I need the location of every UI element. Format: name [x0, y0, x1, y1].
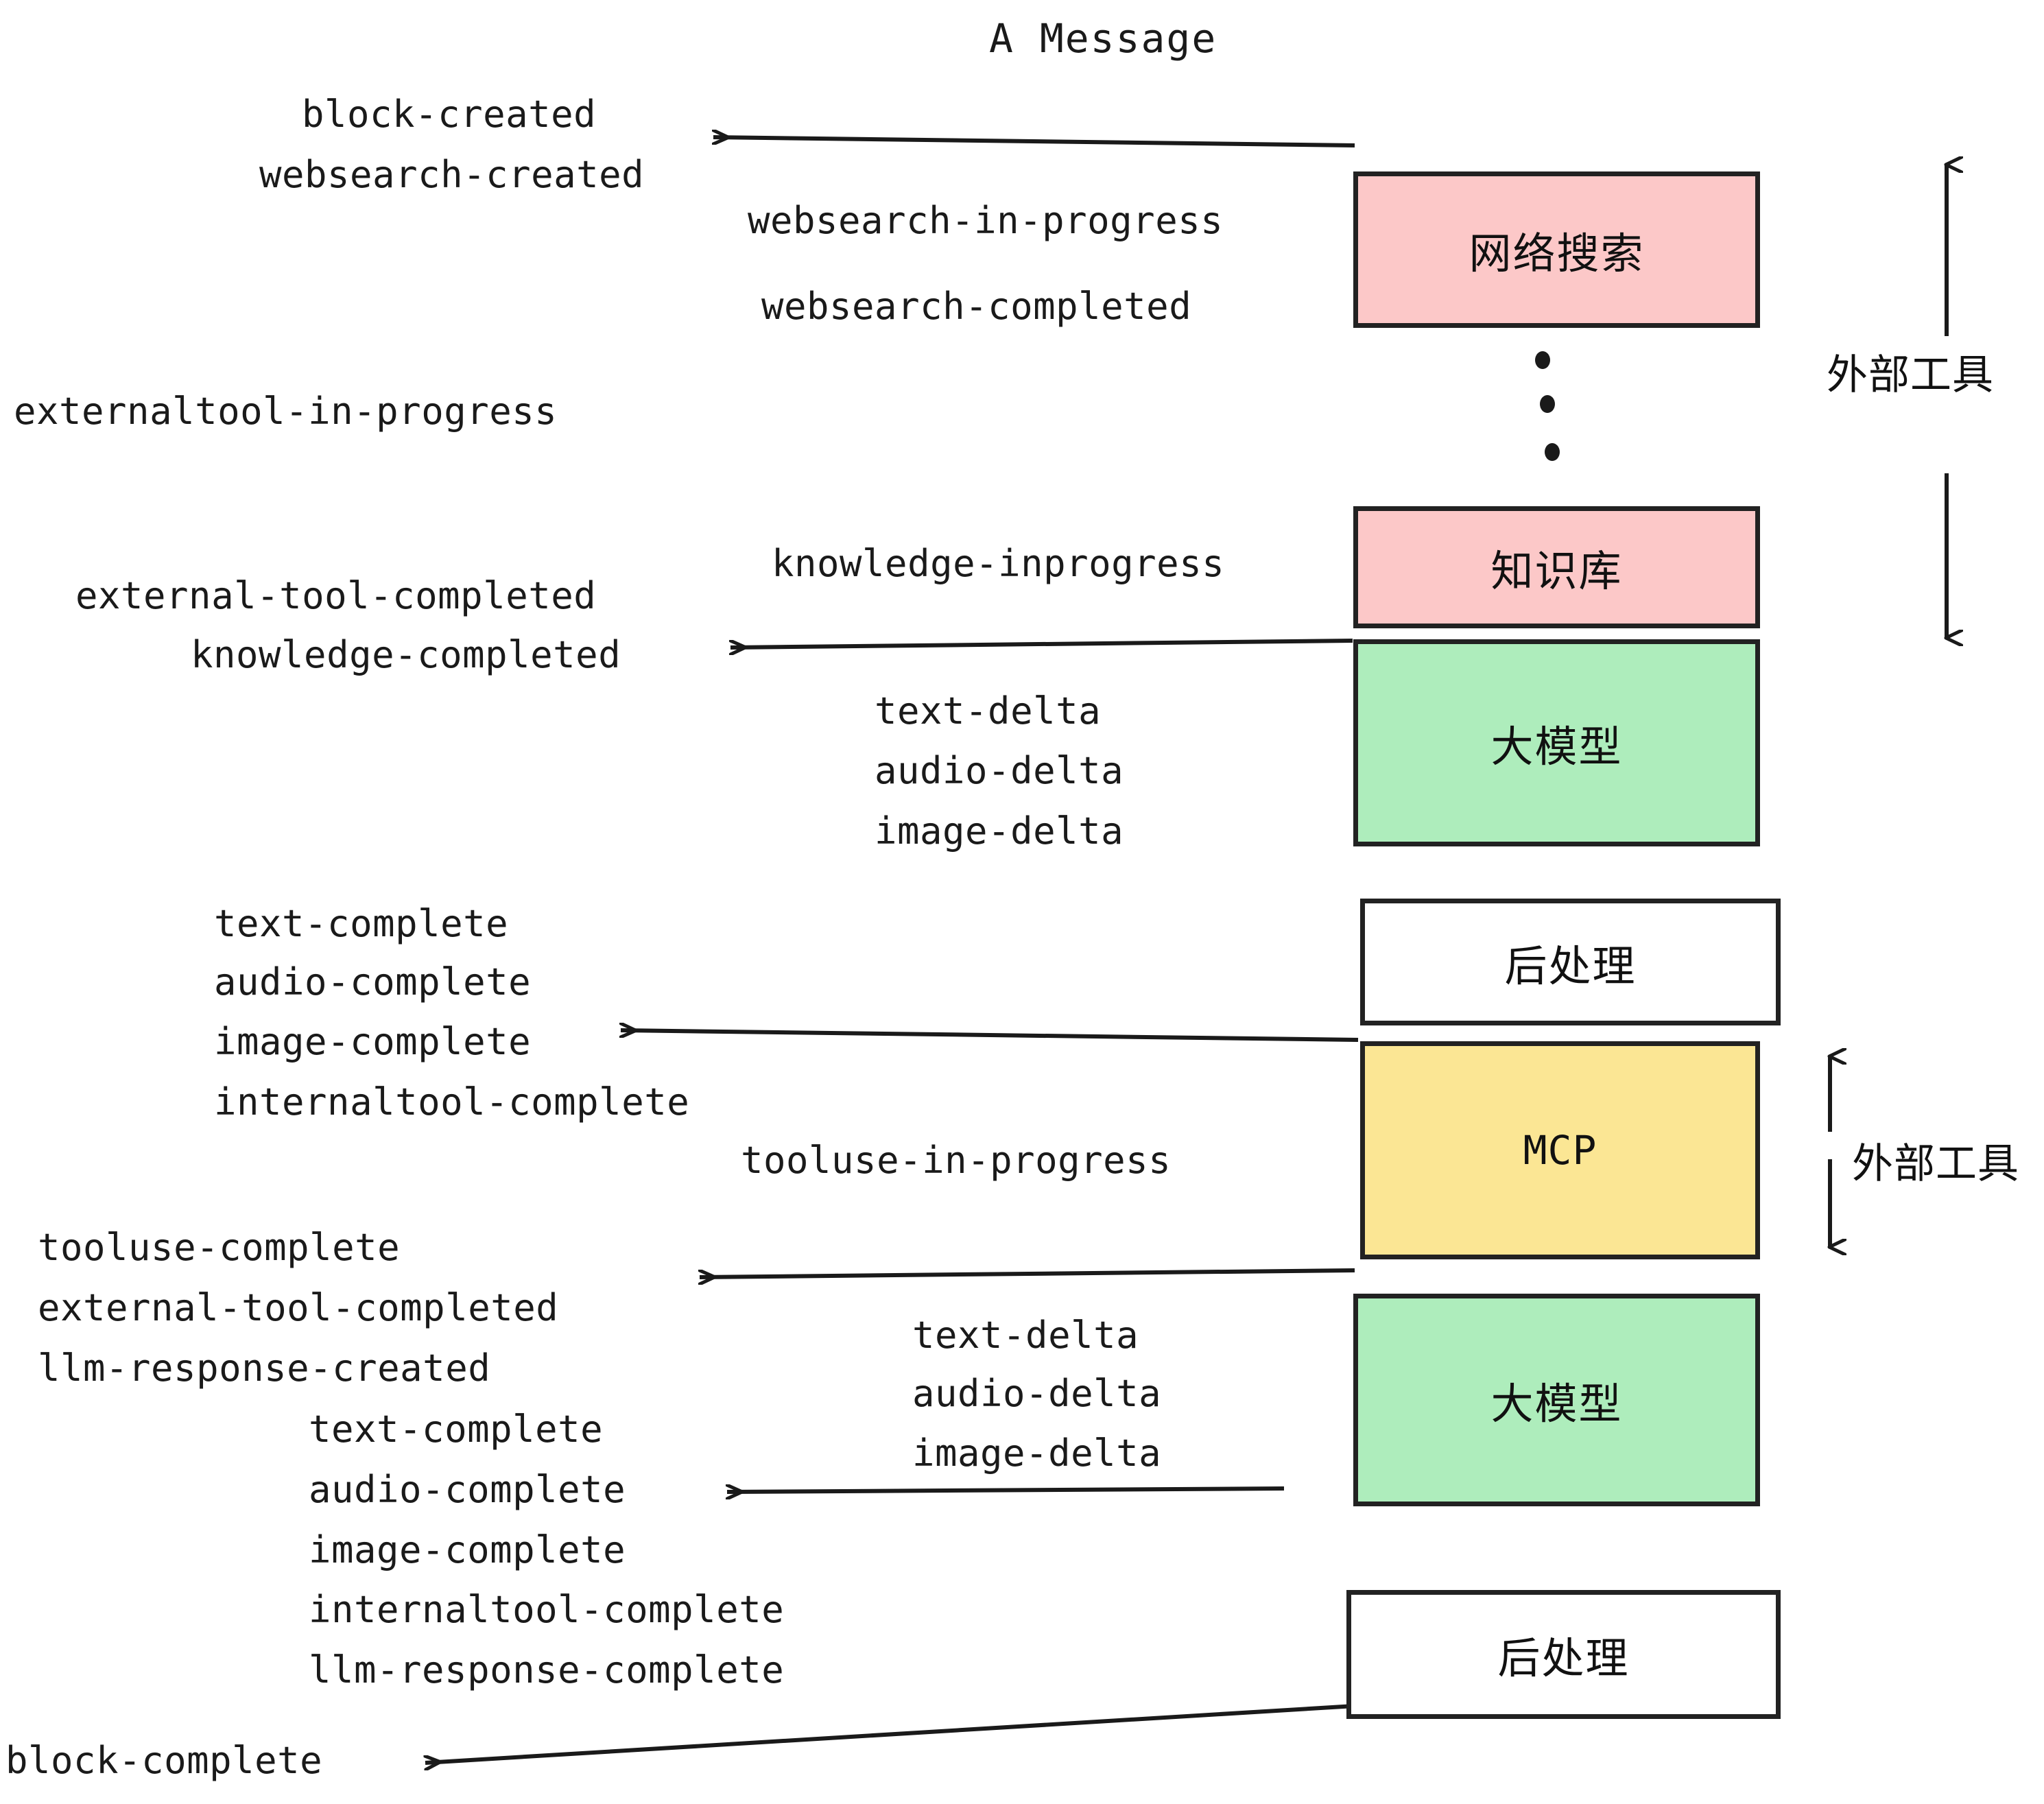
event-label-websearch-in-progress: websearch-in-progress [748, 199, 1224, 242]
arrow-websearch-to-block-created [713, 137, 1355, 147]
node-postprocess-first-label: 后处理 [1504, 940, 1637, 991]
node-llm-second[interactable]: 大模型 [1353, 1294, 1760, 1506]
node-postprocess-first[interactable]: 后处理 [1360, 899, 1781, 1025]
node-llm-first[interactable]: 大模型 [1353, 639, 1760, 846]
event-label-websearch-created: websearch-created [259, 153, 645, 196]
ellipsis-dot-1 [1535, 351, 1550, 369]
node-llm-first-label: 大模型 [1490, 722, 1623, 772]
event-label-tooluse-complete: tooluse-complete [38, 1226, 401, 1269]
event-label-block-complete: block-complete [5, 1739, 323, 1782]
event-label-llm-response-complete: llm-response-complete [309, 1648, 785, 1692]
page-title: A Message [989, 15, 1217, 62]
node-mcp[interactable]: MCP [1360, 1041, 1760, 1259]
ellipsis-dot-2 [1540, 395, 1555, 413]
event-label-externaltool-in-progress: externaltool-in-progress [14, 390, 558, 433]
event-label-llm-response-created: llm-response-created [38, 1346, 491, 1390]
annotation-external-tools-bottom: 外部工具 [1852, 1140, 2019, 1188]
event-label-internaltool-complete-1: internaltool-complete [214, 1080, 690, 1124]
arrow-knowledge-to-completed [730, 639, 1353, 648]
node-mcp-label: MCP [1523, 1127, 1597, 1174]
event-label-external-tool-completed-2: external-tool-completed [38, 1286, 559, 1329]
event-label-text-delta-1: text-delta [875, 689, 1102, 733]
event-label-knowledge-completed: knowledge-completed [191, 633, 621, 676]
event-label-audio-complete-2: audio-complete [309, 1468, 626, 1511]
arrow-postprocess-to-block-complete [425, 1704, 1355, 1763]
node-knowledgebase[interactable]: 知识库 [1353, 506, 1760, 628]
event-label-knowledge-inprogress: knowledge-inprogress [772, 542, 1225, 585]
event-label-audio-delta-1: audio-delta [875, 749, 1124, 792]
event-label-external-tool-completed-1: external-tool-completed [75, 574, 597, 617]
ellipsis-dot-3 [1545, 443, 1560, 461]
node-websearch-label: 网络搜索 [1469, 228, 1645, 278]
node-websearch[interactable]: 网络搜索 [1353, 171, 1760, 328]
node-knowledgebase-label: 知识库 [1490, 546, 1623, 596]
event-label-image-complete-1: image-complete [214, 1020, 532, 1063]
event-label-image-delta-2: image-delta [912, 1432, 1162, 1475]
arrow-llm-to-audio-complete [727, 1488, 1285, 1492]
event-label-text-complete-1: text-complete [214, 902, 509, 945]
arrow-mcp-to-tooluse-complete [700, 1268, 1355, 1277]
node-llm-second-label: 大模型 [1490, 1379, 1623, 1429]
arrow-postprocess-to-image-complete [621, 1030, 1359, 1042]
event-label-image-delta-1: image-delta [875, 809, 1124, 853]
event-label-text-complete-2: text-complete [309, 1408, 604, 1451]
annotation-external-tools-top: 外部工具 [1827, 351, 1994, 399]
event-label-text-delta-2: text-delta [912, 1314, 1139, 1357]
event-label-image-complete-2: image-complete [309, 1528, 626, 1571]
event-label-tooluse-in-progress: tooluse-in-progress [741, 1139, 1172, 1182]
node-postprocess-second[interactable]: 后处理 [1346, 1590, 1781, 1719]
node-postprocess-second-label: 后处理 [1497, 1633, 1630, 1683]
event-label-audio-delta-2: audio-delta [912, 1372, 1162, 1415]
event-label-block-created: block-created [302, 93, 597, 136]
event-label-internaltool-complete-2: internaltool-complete [309, 1588, 785, 1631]
event-label-audio-complete-1: audio-complete [214, 960, 532, 1004]
event-label-websearch-completed: websearch-completed [761, 285, 1192, 328]
